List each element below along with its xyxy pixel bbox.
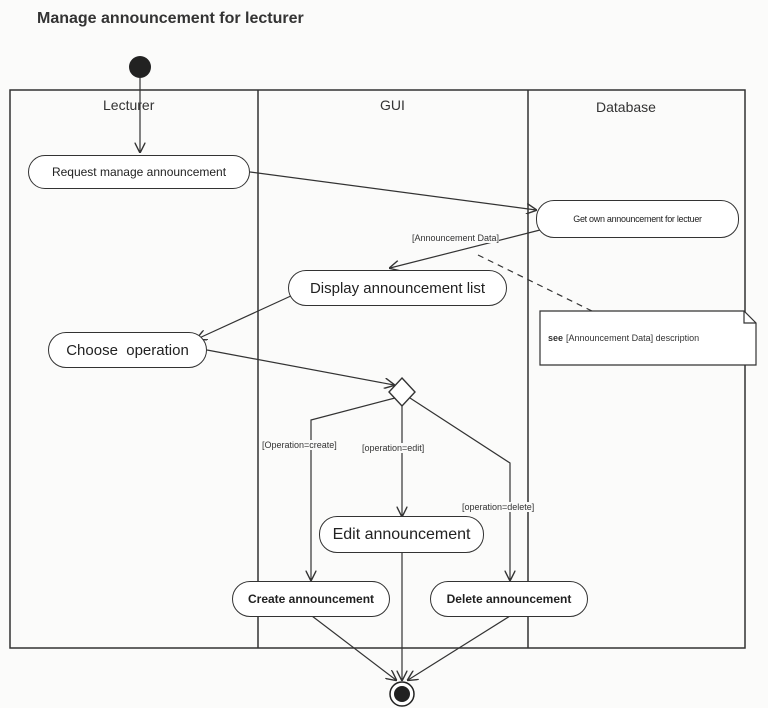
decision-node <box>388 376 416 408</box>
flow-display-to-choose <box>197 294 294 339</box>
action-display-announcement-list: Display announcement list <box>288 270 507 306</box>
swimlane-frame <box>9 89 746 649</box>
action-request-manage-announcement: Request manage announcement <box>28 155 250 189</box>
initial-node <box>129 56 151 78</box>
lane-title-database: Database <box>596 99 656 115</box>
guard-operation-create: [Operation=create] <box>262 440 337 450</box>
lane-title-gui: GUI <box>380 97 405 113</box>
note-announcement-data: see [Announcement Data] description <box>540 311 756 365</box>
final-node-inner <box>394 686 410 702</box>
note-prefix: see <box>548 333 564 343</box>
flow-decision-to-delete <box>409 397 510 580</box>
action-choose-operation: Choose operation <box>48 332 207 368</box>
action-edit-announcement: Edit announcement <box>319 516 484 553</box>
guard-announcement-data: [Announcement Data] <box>412 233 500 243</box>
flow-decision-to-create <box>311 397 396 580</box>
action-get-own-announcement: Get own announcement for lectuer <box>536 200 739 238</box>
note-fold <box>743 311 756 324</box>
guard-operation-edit: [operation=edit] <box>362 443 425 453</box>
flow-create-to-final <box>311 615 396 680</box>
flow-get-own-to-display <box>390 229 541 268</box>
flow-delete-to-final <box>408 615 511 680</box>
guard-operation-delete: [operation=delete] <box>462 502 535 512</box>
note-shape <box>539 310 757 366</box>
flow-choose-to-decision <box>206 349 394 385</box>
diagram-title: Manage announcement for lecturer <box>37 10 304 27</box>
action-create-announcement: Create announcement <box>232 581 390 617</box>
lane-title-lecturer: Lecturer <box>103 97 155 113</box>
action-delete-announcement: Delete announcement <box>430 581 588 617</box>
note-text: [Announcement Data] description <box>566 333 700 343</box>
flow-request-to-get-own <box>249 171 536 210</box>
